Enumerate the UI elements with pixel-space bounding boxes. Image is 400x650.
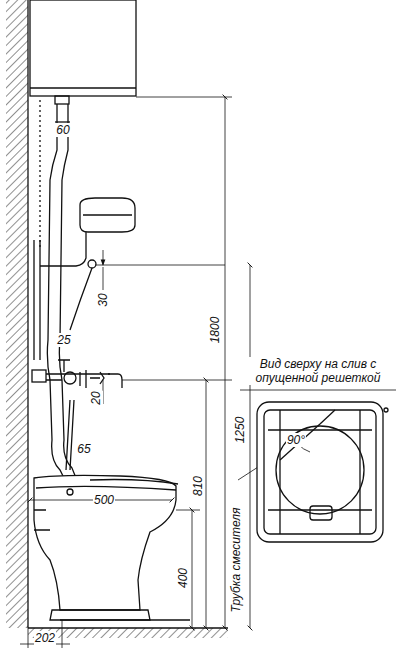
dimension-label: 1250 bbox=[233, 416, 247, 445]
dimension-label: 65 bbox=[76, 442, 91, 456]
dimension-label: 810 bbox=[191, 475, 205, 497]
dimension-label: 1800 bbox=[208, 316, 222, 345]
dimension-label: 500 bbox=[93, 493, 115, 507]
dimension-label: 25 bbox=[56, 333, 71, 347]
dimension-label: 60 bbox=[55, 123, 70, 137]
dimension-label: 202 bbox=[34, 631, 56, 645]
dimension-label: 30 bbox=[96, 292, 110, 307]
dimension-label: 20 bbox=[89, 390, 103, 405]
dimension-label: 90° bbox=[286, 433, 306, 447]
dimension-label: 400 bbox=[176, 567, 190, 589]
view-title: Вид сверху на слив с опущенной решеткой bbox=[232, 357, 400, 385]
dimension-label: Трубка смесителя bbox=[229, 507, 243, 614]
